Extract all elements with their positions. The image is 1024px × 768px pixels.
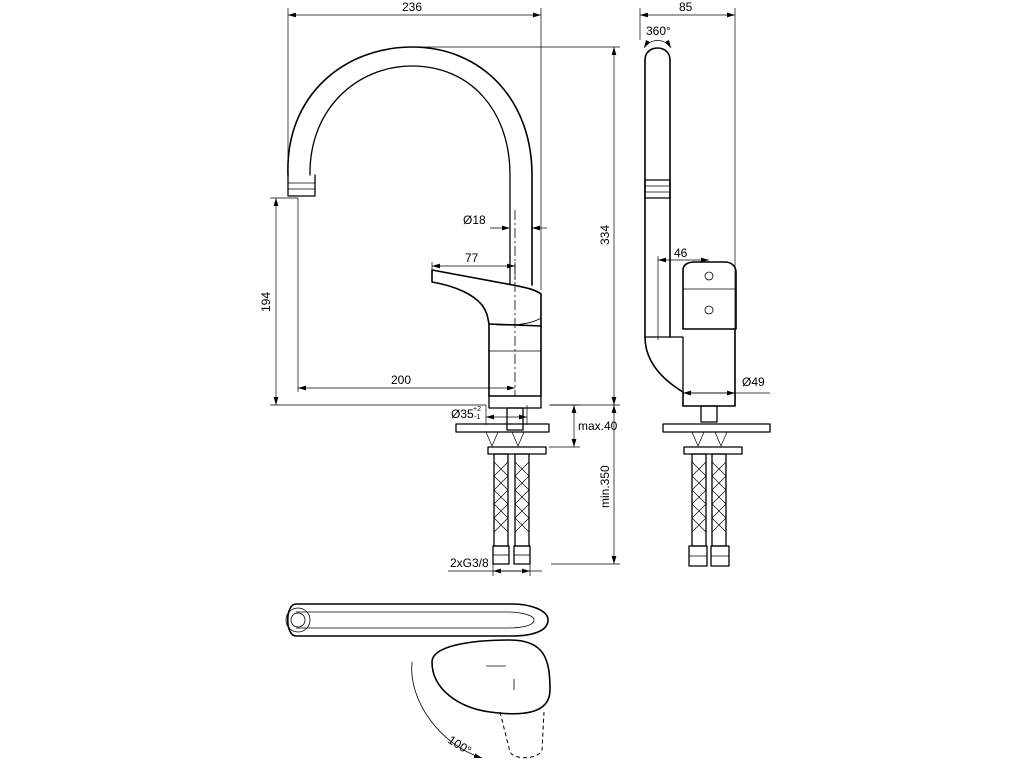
side-body xyxy=(644,328,736,407)
spout-tube xyxy=(287,46,533,286)
lever-depth-label: 46 xyxy=(674,246,688,260)
spout-height-label: 194 xyxy=(259,292,273,312)
top-lever xyxy=(431,639,551,715)
aerator xyxy=(287,174,316,197)
hole-tolerance-minus: -1 xyxy=(474,414,480,421)
mounting-plate xyxy=(455,423,550,433)
spout-reach-label: 200 xyxy=(391,373,411,387)
rotation-label: 360° xyxy=(646,24,671,38)
hole-tolerance-plus: +2 xyxy=(473,406,481,413)
side-view xyxy=(644,47,771,567)
front-view xyxy=(287,46,550,565)
lever-angle-label: 100° xyxy=(445,733,474,758)
lever-length-label: 77 xyxy=(465,251,479,265)
top-spout xyxy=(286,603,549,637)
body-diameter-label: Ø49 xyxy=(742,375,765,389)
connection-label: 2xG3/8 xyxy=(450,556,489,570)
overall-height-label: 334 xyxy=(598,225,612,245)
dimension-labels: 236 85 360° Ø18 77 46 200 Ø49 Ø35 +2 -1 … xyxy=(259,0,765,758)
min-hose-length-label: min.350 xyxy=(598,465,612,508)
dimensions xyxy=(270,8,770,576)
spout-diameter-label: Ø18 xyxy=(463,213,486,227)
lever-rotated-position xyxy=(499,711,545,759)
side-lever xyxy=(682,261,737,330)
hole-diameter-label: Ø35 xyxy=(451,407,474,421)
spout-tube-inner xyxy=(309,65,511,286)
max-deck-thickness-label: max.40 xyxy=(578,419,618,433)
side-spout xyxy=(644,47,671,338)
top-view xyxy=(285,603,551,759)
lever-handle xyxy=(431,269,542,327)
overall-width-label: 236 xyxy=(402,0,422,14)
side-depth-label: 85 xyxy=(679,0,693,14)
supply-hoses xyxy=(492,453,531,565)
